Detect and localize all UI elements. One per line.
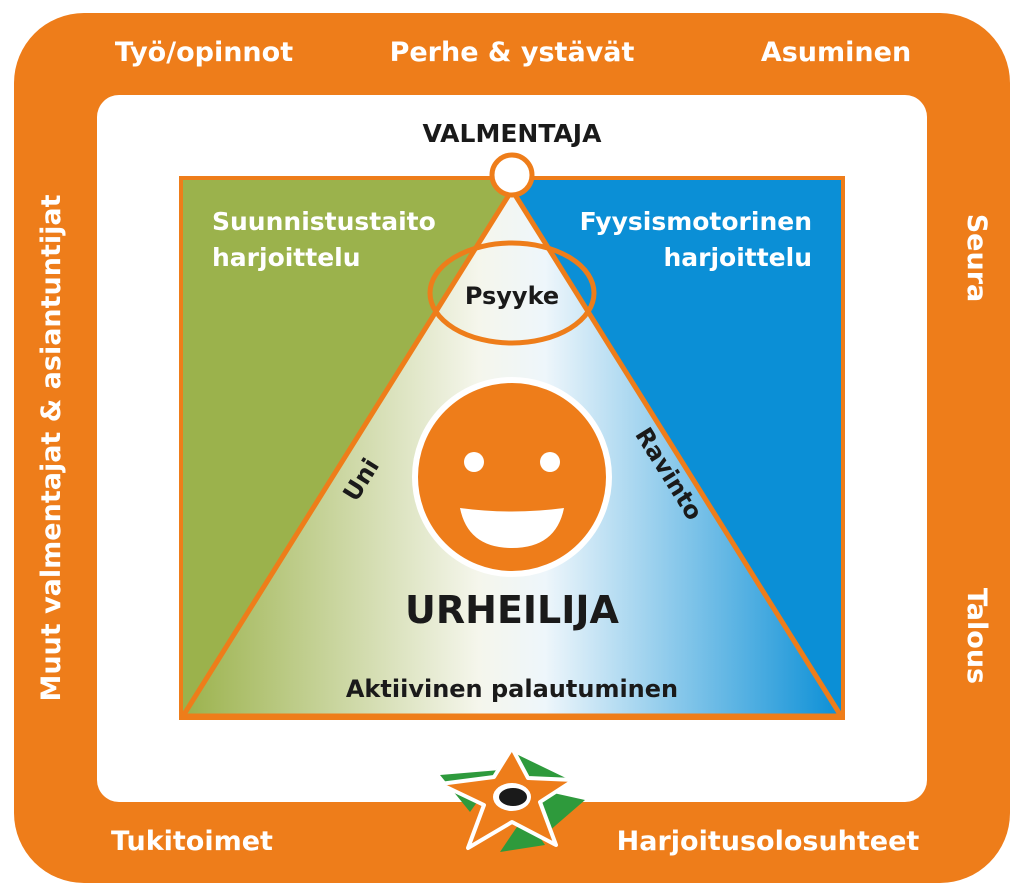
label-orienteering-line1: Suunnistustaito (212, 207, 436, 236)
label-orienteering-line2: harjoittelu (212, 243, 361, 272)
label-physical-line2: harjoittelu (663, 243, 812, 272)
label-other-coaches-experts: Muut valmentajat & asiantuntijat (36, 194, 67, 701)
label-athlete: URHEILIJA (405, 588, 620, 632)
label-active-recovery: Aktiivinen palautuminen (346, 675, 678, 703)
coach-circle (489, 152, 535, 198)
label-housing: Asuminen (761, 37, 911, 68)
label-physical-line1: Fyysismotorinen (580, 207, 812, 236)
label-work-studies: Työ/opinnot (115, 37, 293, 68)
star-logo-icon (438, 746, 585, 852)
label-support-measures: Tukitoimet (111, 826, 273, 857)
psyche-ellipse (427, 240, 597, 346)
label-economy: Talous (961, 588, 992, 684)
label-family-friends: Perhe & ystävät (390, 37, 635, 68)
label-psyche: Psyyke (465, 282, 559, 310)
smiley-face-icon (412, 377, 612, 577)
label-club: Seura (961, 214, 992, 303)
label-training-conditions: Harjoitusolosuhteet (617, 826, 920, 857)
label-coach: VALMENTAJA (423, 119, 603, 148)
